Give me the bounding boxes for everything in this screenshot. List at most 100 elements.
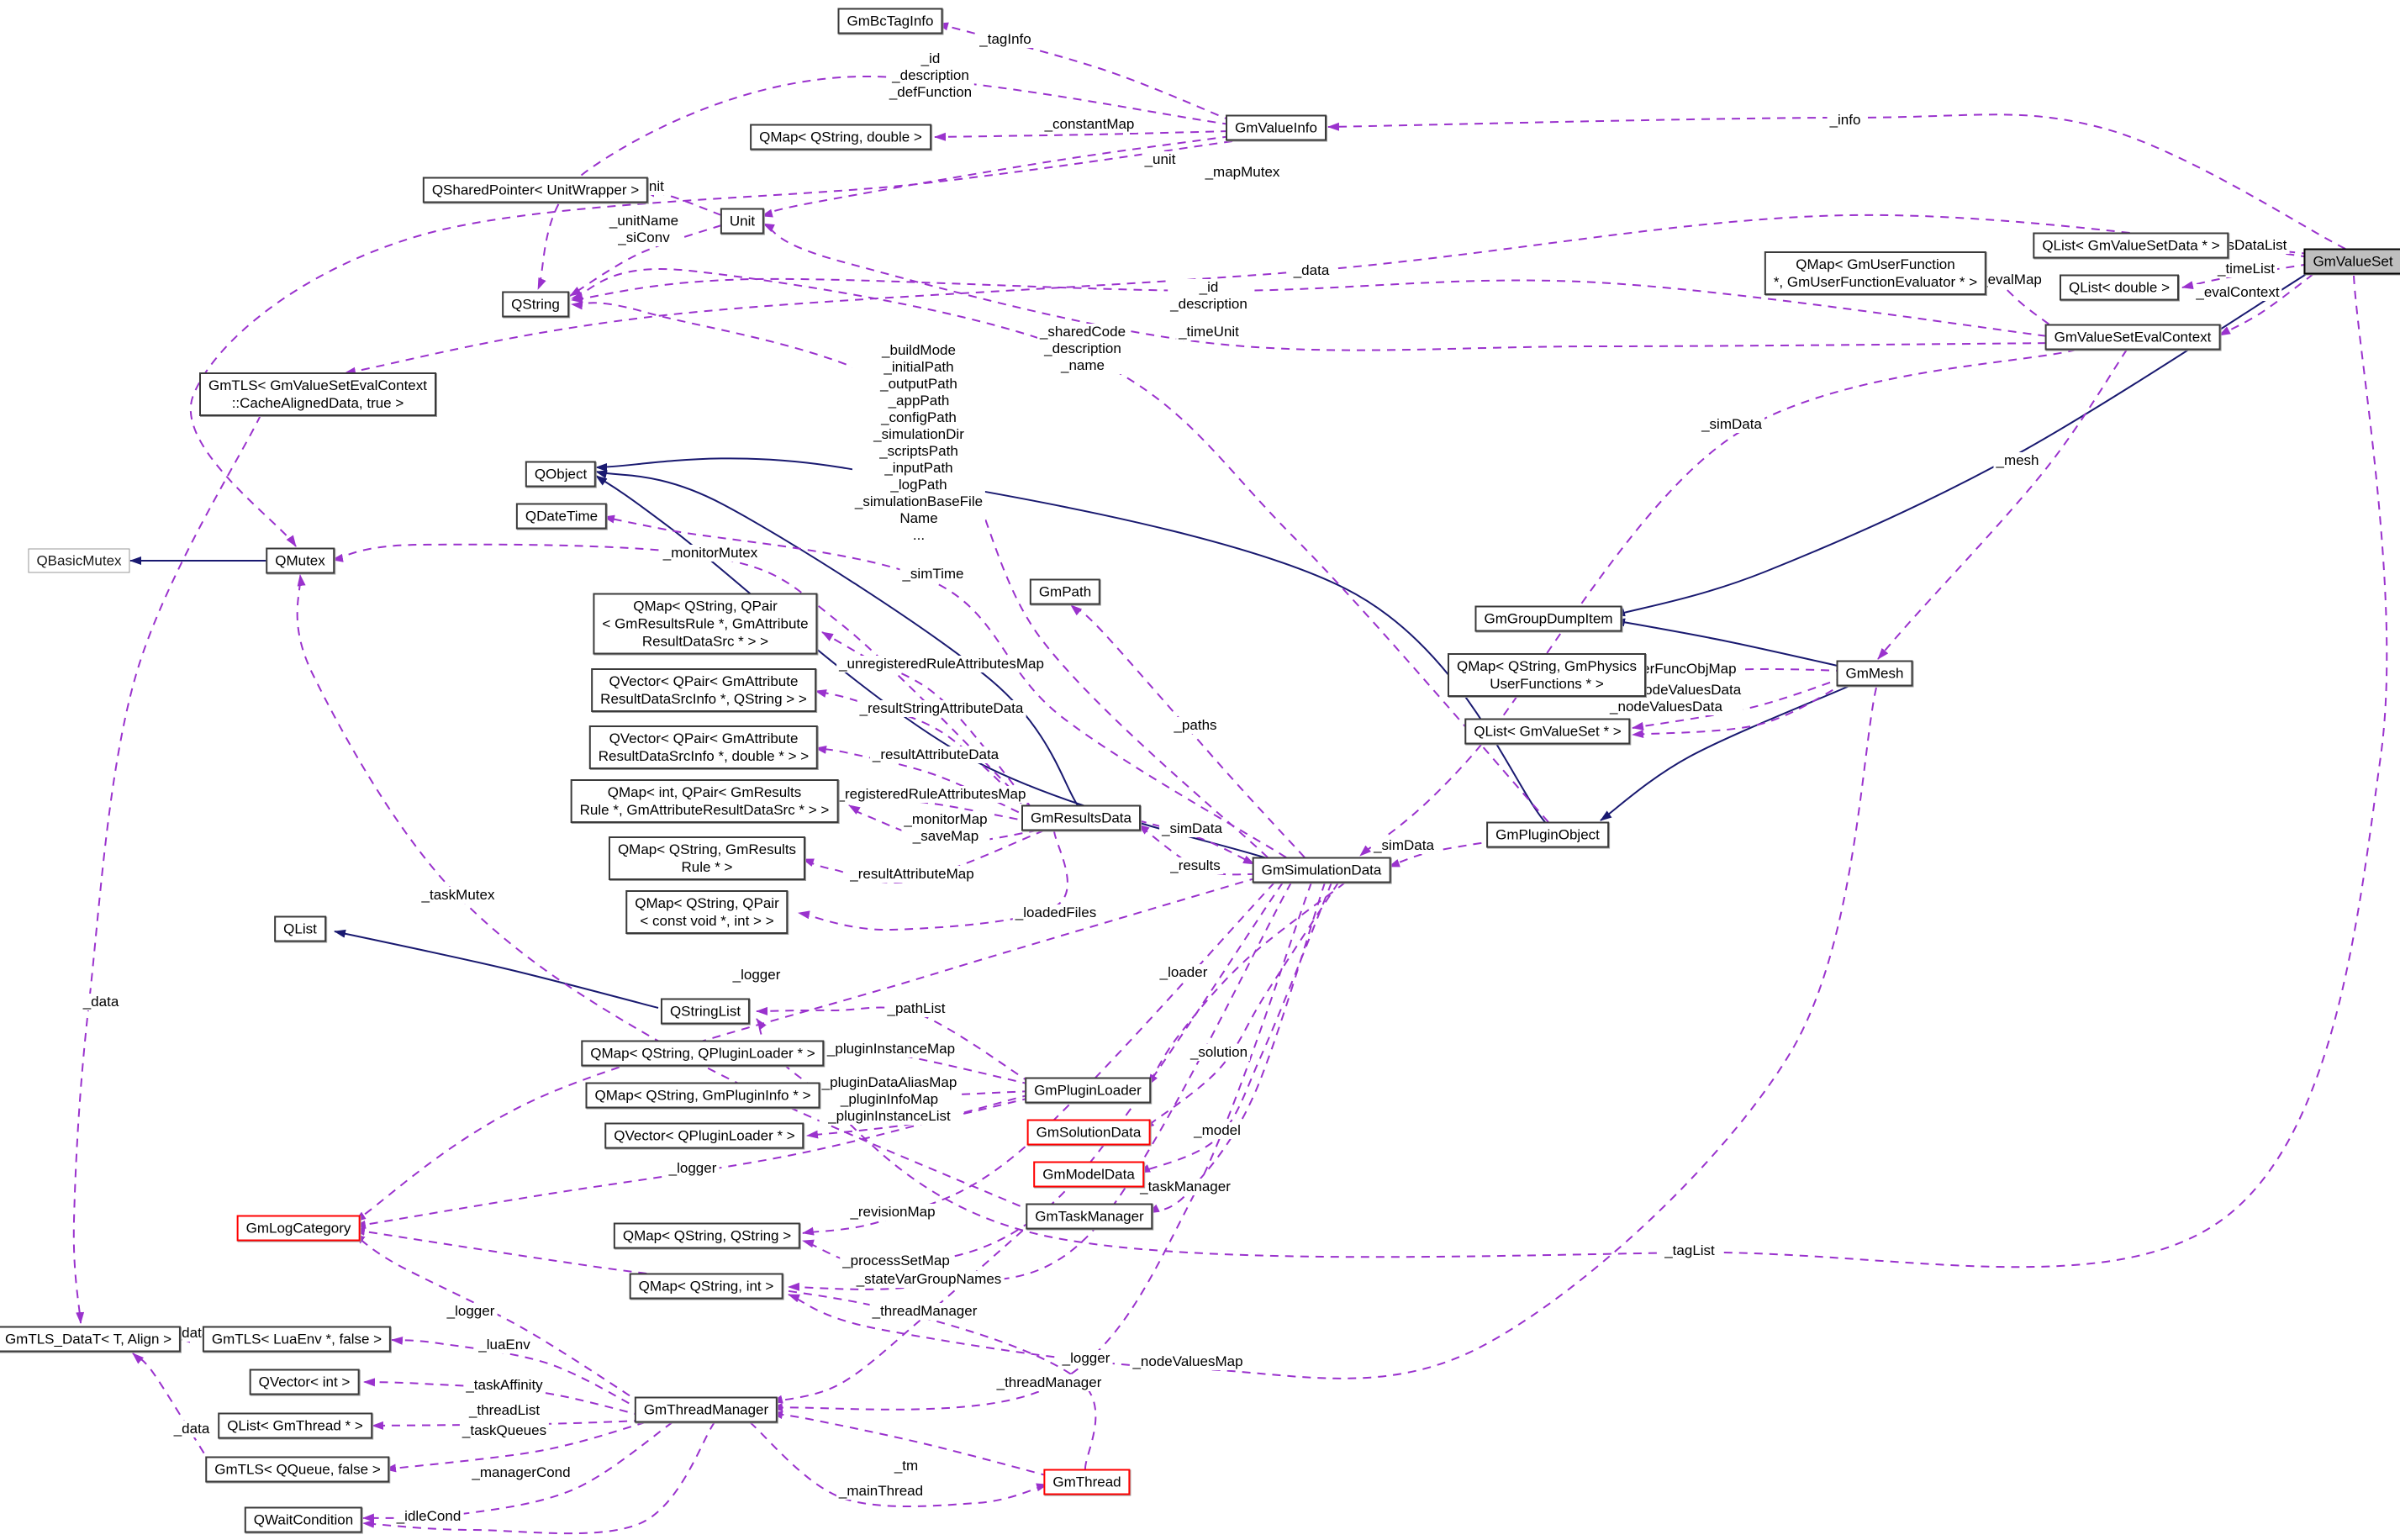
node-qlist-gm-value-set-ptr[interactable]: QList< GmValueSet * >	[1464, 718, 1631, 745]
node-gm-thread[interactable]: GmThread	[1043, 1469, 1131, 1495]
edge-gm-thread-manager-to-gm-tls-qqueue	[384, 1421, 646, 1473]
node-qmap-qstring-double[interactable]: QMap< QString, double >	[750, 124, 931, 150]
edge-gm-results-data-to-qobject	[595, 470, 1079, 806]
node-gm-thread-manager[interactable]: GmThreadManager	[634, 1396, 778, 1423]
node-qvector-int[interactable]: QVector< int >	[249, 1369, 360, 1395]
edge-gm-value-set-eval-context-to-gm-mesh	[1877, 349, 2128, 660]
edge-label-simData: _simData	[1699, 416, 1764, 433]
node-gm-group-dump-item[interactable]: GmGroupDumpItem	[1474, 605, 1622, 632]
node-qvector-srcinfo-double[interactable]: QVector< QPair< GmAttribute ResultDataSr…	[588, 725, 819, 769]
edge-label-data: _data	[171, 1421, 213, 1437]
edge-label-unregisteredRuleAttributesMap: _unregisteredRuleAttributesMap	[836, 656, 1047, 672]
edge-gm-plugin-object-to-qstring	[571, 268, 1549, 823]
edge-gm-mesh-to-qmap-gm-physics	[1642, 667, 1845, 678]
edge-gm-simulation-data-to-qmap-qstring-qstring	[802, 882, 1275, 1236]
edge-label-monitorMutex: _monitorMutex	[660, 545, 761, 562]
edge-label-taskQueues: _taskQueues	[459, 1422, 550, 1439]
edge-label-logger: _logger	[666, 1160, 720, 1177]
node-qobject[interactable]: QObject	[525, 461, 597, 488]
edge-label-mesh: _mesh	[1993, 452, 2042, 469]
node-qmap-qstring-int[interactable]: QMap< QString, int >	[629, 1273, 783, 1300]
node-gm-results-data[interactable]: GmResultsData	[1021, 804, 1141, 831]
edge-label-simData: _simData	[1159, 820, 1225, 837]
node-qmap-qstring-gmplugininfo[interactable]: QMap< QString, GmPluginInfo * >	[585, 1082, 820, 1109]
node-gm-tls-luaenv[interactable]: GmTLS< LuaEnv *, false >	[202, 1326, 392, 1353]
node-qmap-qstring-qstring[interactable]: QMap< QString, QString >	[613, 1222, 801, 1249]
edge-label-simTime: _simTime	[899, 566, 967, 583]
node-qmap-qstring-qpluginloader[interactable]: QMap< QString, QPluginLoader * >	[581, 1040, 825, 1067]
edge-label-logger: _logger	[444, 1303, 498, 1320]
edge-label-monitorMap: _monitorMap _saveMap	[901, 811, 990, 845]
node-gm-bc-tag-info[interactable]: GmBcTagInfo	[837, 8, 943, 34]
edge-gm-thread-manager-to-qwait-condition	[362, 1421, 715, 1535]
edge-gm-value-set-to-gm-value-set-eval-context	[2218, 273, 2314, 336]
edge-gm-results-data-to-gm-simulation-data	[1137, 820, 1255, 865]
node-gm-solution-data[interactable]: GmSolutionData	[1026, 1119, 1151, 1146]
edge-gm-task-manager-to-qmutex	[296, 574, 1035, 1213]
edge-gm-plugin-object-to-qobject	[595, 457, 1546, 823]
node-qmutex[interactable]: QMutex	[266, 547, 335, 574]
edge-label-mapMutex: _mapMutex	[1202, 164, 1283, 181]
edge-label-loader: _loader	[1157, 964, 1211, 981]
node-qstring-list[interactable]: QStringList	[660, 998, 751, 1025]
node-gm-plugin-object[interactable]: GmPluginObject	[1486, 821, 1609, 848]
node-qvector-qpluginloader[interactable]: QVector< QPluginLoader * >	[604, 1122, 804, 1149]
node-gm-value-info[interactable]: GmValueInfo	[1226, 114, 1327, 141]
edge-gm-mesh-to-gm-group-dump-item	[1613, 618, 1846, 668]
edge-label-nodeValuesMap: _nodeValuesMap	[1130, 1353, 1246, 1370]
node-qmap-int-qpair[interactable]: QMap< int, QPair< GmResults Rule *, GmAt…	[570, 779, 839, 823]
node-gm-tls-cache-aligned[interactable]: GmTLS< GmValueSetEvalContext ::CacheAlig…	[199, 372, 436, 416]
node-gm-model-data[interactable]: GmModelData	[1033, 1161, 1144, 1188]
node-gm-task-manager[interactable]: GmTaskManager	[1026, 1203, 1153, 1230]
node-qmap-qstring-gm-results-rule[interactable]: QMap< QString, GmResults Rule * >	[608, 836, 806, 880]
node-gm-tls-datat[interactable]: GmTLS_DataT< T, Align >	[0, 1326, 182, 1353]
edge-label-tagInfo: _tagInfo	[977, 31, 1034, 48]
edge-gm-value-info-to-gm-bc-tag-info	[936, 22, 1233, 122]
edge-label-logger: _logger	[1059, 1350, 1113, 1367]
node-qdatetime[interactable]: QDateTime	[515, 503, 608, 530]
node-qvector-srcinfo-qstring[interactable]: QVector< QPair< GmAttribute ResultDataSr…	[591, 668, 816, 712]
node-gm-log-category[interactable]: GmLogCategory	[236, 1215, 361, 1242]
edge-gm-simulation-data-to-gm-task-manager	[1147, 882, 1326, 1214]
node-gm-plugin-loader[interactable]: GmPluginLoader	[1025, 1077, 1151, 1104]
edge-qstring-list-to-qlist	[334, 929, 659, 1009]
node-qlist[interactable]: QList	[274, 915, 326, 942]
node-qlist-double[interactable]: QList< double >	[2059, 274, 2180, 301]
node-qwait-condition[interactable]: QWaitCondition	[244, 1506, 363, 1533]
edge-label-tm: _tm	[891, 1458, 921, 1474]
edge-gm-value-info-to-qmutex	[190, 140, 1233, 547]
edge-label-timeUnit: _timeUnit	[1176, 324, 1242, 340]
edge-gm-value-set-eval-context-to-unit	[762, 223, 2062, 351]
edge-label-resultAttributeMap: _resultAttributeMap	[847, 866, 977, 883]
edge-label-resultStringAttributeData: _resultStringAttributeData	[857, 700, 1026, 717]
edge-gm-thread-manager-to-gm-tls-luaenv	[391, 1336, 643, 1411]
node-gm-value-set[interactable]: GmValueSet	[2303, 248, 2400, 275]
node-gm-tls-qqueue[interactable]: GmTLS< QQueue, false >	[205, 1456, 390, 1483]
edge-label-processSetMap: _processSetMap	[840, 1253, 952, 1269]
edge-gm-thread-manager-to-gm-thread	[749, 1421, 1048, 1507]
node-gm-path[interactable]: GmPath	[1029, 578, 1101, 605]
edge-gm-plugin-loader-to-qvector-qpluginloader	[806, 1097, 1031, 1139]
edge-label-stateVarGroupNames: _stateVarGroupNames	[853, 1271, 1005, 1288]
node-qmap-gm-user-function[interactable]: QMap< GmUserFunction *, GmUserFunctionEv…	[1764, 251, 1987, 295]
edge-gm-value-set-eval-context-to-qstring	[571, 277, 2062, 339]
edge-label-threadManager: _threadManager	[994, 1374, 1105, 1391]
node-qmap-rule-attr-src[interactable]: QMap< QString, QPair < GmResultsRule *, …	[593, 593, 818, 655]
node-gm-mesh[interactable]: GmMesh	[1836, 660, 1913, 687]
edge-label-pluginDataAliasMap: _pluginDataAliasMap _pluginInfoMap _plug…	[819, 1074, 960, 1125]
node-unit[interactable]: Unit	[720, 208, 765, 235]
node-qlist-gm-thread[interactable]: QList< GmThread * >	[218, 1412, 372, 1439]
node-qbasic-mutex: QBasicMutex	[28, 548, 130, 573]
edge-label-logger: _logger	[730, 967, 783, 984]
edge-unit-to-qstring	[569, 224, 722, 297]
node-gm-value-set-eval-context[interactable]: GmValueSetEvalContext	[2044, 324, 2221, 351]
edge-gm-simulation-data-to-gm-model-data	[1138, 882, 1332, 1173]
node-qshared-pointer-unit-wrapper[interactable]: QSharedPointer< UnitWrapper >	[422, 177, 649, 203]
node-qmap-gm-physics[interactable]: QMap< QString, GmPhysics UserFunctions *…	[1448, 653, 1646, 697]
node-qmap-const-void-int[interactable]: QMap< QString, QPair < const void *, int…	[625, 890, 789, 934]
node-qlist-gm-value-set-data[interactable]: QList< GmValueSetData * >	[2033, 232, 2229, 259]
node-qstring[interactable]: QString	[502, 291, 569, 318]
edge-label-buildMode: _buildMode _initialPath _outputPath _app…	[852, 342, 986, 544]
node-gm-simulation-data[interactable]: GmSimulationData	[1252, 857, 1391, 883]
